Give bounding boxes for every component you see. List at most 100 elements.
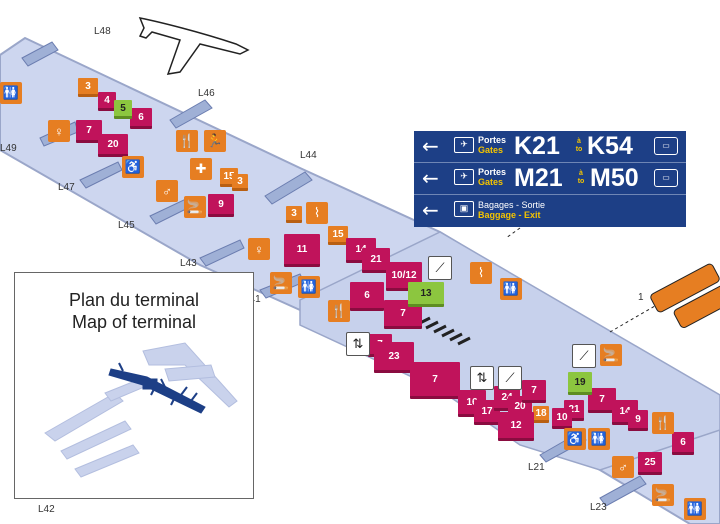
- shop-orange[interactable]: 3: [286, 206, 302, 223]
- train-leader: [609, 305, 656, 333]
- gate-icon: ✈: [454, 137, 474, 153]
- gate-label: L44: [300, 150, 317, 161]
- shop-magenta[interactable]: 7: [588, 388, 616, 413]
- gate-label: L21: [528, 462, 545, 473]
- wheelchair-icon: ♿: [564, 428, 586, 450]
- toilet-icon: 🚻: [500, 278, 522, 300]
- escalator-icon: ⟋: [428, 256, 452, 280]
- jetbridge-L46: [169, 99, 213, 129]
- restaurant-icon: 🍴: [328, 300, 350, 322]
- range-connector-en: to: [577, 178, 585, 185]
- shop-magenta[interactable]: 9: [628, 410, 648, 431]
- escalator-icon: ⟋: [498, 366, 522, 390]
- toilet-icon: 🚻: [684, 498, 706, 520]
- range-connector-fr: à: [577, 138, 581, 145]
- shop-magenta[interactable]: 6: [130, 108, 152, 129]
- shop-magenta[interactable]: 7: [76, 120, 102, 143]
- shop-orange[interactable]: 15: [328, 226, 348, 245]
- elevator-icon: ⇅: [470, 366, 494, 390]
- gate-label: L48: [94, 26, 111, 37]
- shop-magenta[interactable]: 10: [552, 408, 572, 429]
- gate-label: L46: [198, 88, 215, 99]
- sign-label-fr: Bagages - Sortie: [478, 200, 546, 210]
- baggage-icon: ▣: [454, 201, 474, 217]
- sign-row-m-gates: ← ✈ Portes Gates M21 à to M50 ▭: [414, 163, 686, 195]
- left-arrow-icon: ←: [422, 134, 439, 158]
- shop-magenta[interactable]: 4: [98, 92, 116, 111]
- jetbridge-L43: [199, 239, 245, 267]
- sign-label-fr: Portes: [478, 135, 507, 145]
- shop-magenta[interactable]: 23: [374, 342, 414, 373]
- inset-terminal-diagram: [44, 342, 238, 478]
- shop-magenta[interactable]: 7: [410, 362, 460, 399]
- smoking-icon: 🚬: [600, 344, 622, 366]
- toilet-icon: 🚻: [588, 428, 610, 450]
- shop-green[interactable]: 19: [568, 372, 592, 395]
- info-icon: ✚: [190, 158, 212, 180]
- sign-label-fr: Portes: [478, 167, 507, 177]
- sign-row-baggage: ← ▣ Bagages - Sortie Baggage - Exit: [414, 195, 686, 226]
- shop-magenta[interactable]: 21: [362, 248, 390, 273]
- shop-orange[interactable]: 18: [533, 406, 549, 423]
- direction-sign: ← ✈ Portes Gates K21 à to K54 ▭ ← ✈ Port…: [414, 131, 686, 227]
- left-arrow-icon: ←: [422, 166, 439, 190]
- elevator-icon: ⇅: [346, 332, 370, 356]
- person-icon: ♀: [248, 238, 270, 260]
- shop-magenta[interactable]: 6: [350, 282, 384, 311]
- lounge-chair-icon: ⌇: [306, 202, 328, 224]
- shop-magenta[interactable]: 9: [208, 194, 234, 217]
- shop-orange[interactable]: 3: [78, 78, 98, 97]
- smoking-icon: 🚬: [184, 196, 206, 218]
- shop-magenta[interactable]: 7: [522, 380, 546, 403]
- escalator-icon: ⟋: [572, 344, 596, 368]
- toilet-icon: 🚻: [0, 82, 22, 104]
- person-icon: ♂: [156, 180, 178, 202]
- gate-range-start: M21: [514, 164, 563, 192]
- jetbridge-L48: [21, 41, 59, 67]
- shop-magenta[interactable]: 10/12: [386, 262, 422, 291]
- train-icon: [650, 263, 720, 329]
- gate-range-end: M50: [590, 164, 639, 192]
- bus-icon: ▭: [654, 137, 678, 155]
- shop-green[interactable]: 5: [114, 100, 132, 119]
- lounge-chair-icon: ⌇: [470, 262, 492, 284]
- shop-magenta[interactable]: 25: [638, 452, 662, 475]
- smoking-icon: 🚬: [270, 272, 292, 294]
- wheelchair-icon: ♿: [122, 156, 144, 178]
- gate-range-end: K54: [587, 132, 633, 160]
- jetbridge-L23: [599, 475, 647, 507]
- toilet-icon: 🚻: [298, 276, 320, 298]
- sign-label-en: Gates: [478, 177, 504, 187]
- jetbridge-L44: [264, 171, 313, 205]
- inset-title-fr: Plan du terminal: [68, 290, 200, 310]
- person-icon: 🏃: [204, 130, 226, 152]
- inset-title: Plan du terminal Map of terminal: [15, 289, 253, 333]
- restaurant-icon: 🍴: [176, 130, 198, 152]
- shop-green[interactable]: 13: [408, 282, 444, 307]
- sign-label-en: Baggage - Exit: [478, 210, 541, 220]
- gate-label: L45: [118, 220, 135, 231]
- range-connector-en: to: [575, 146, 583, 153]
- gate-label: L43: [180, 258, 197, 269]
- shop-magenta[interactable]: 6: [672, 432, 694, 455]
- shop-magenta[interactable]: 12: [498, 412, 534, 441]
- train-number: 1: [638, 292, 644, 303]
- gate-icon: ✈: [454, 169, 474, 185]
- shop-orange[interactable]: 3: [232, 174, 248, 191]
- gate-range-start: K21: [514, 132, 560, 160]
- shop-magenta[interactable]: 11: [284, 234, 320, 267]
- bus-icon: ▭: [654, 169, 678, 187]
- inset-title-en: Map of terminal: [71, 312, 197, 332]
- person-icon: ♀: [48, 120, 70, 142]
- gate-label: L47: [58, 182, 75, 193]
- gate-label: L23: [590, 502, 607, 513]
- airplane-icon: [138, 16, 250, 75]
- range-connector-fr: à: [579, 170, 583, 177]
- inset-map: Plan du terminal Map of terminal: [14, 272, 254, 499]
- person-icon: ♂: [612, 456, 634, 478]
- left-arrow-icon: ←: [422, 198, 439, 222]
- smoking-icon: 🚬: [652, 484, 674, 506]
- shop-magenta[interactable]: 20: [98, 134, 128, 157]
- sign-label-en: Gates: [478, 145, 504, 155]
- gate-label: L49: [0, 143, 17, 154]
